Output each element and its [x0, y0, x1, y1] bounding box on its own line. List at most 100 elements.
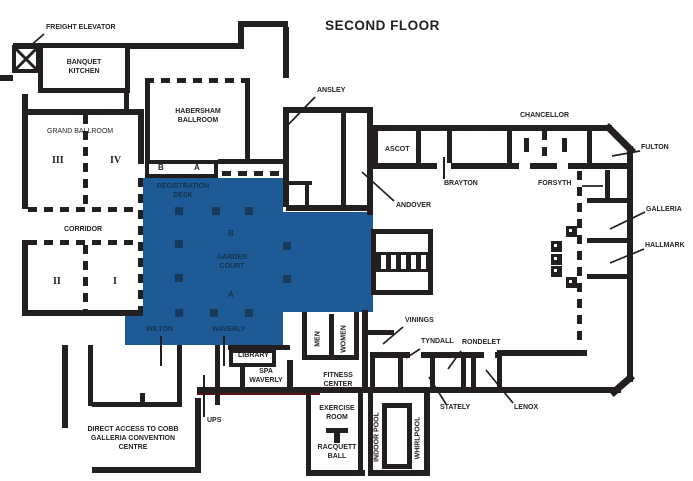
wall [218, 159, 284, 164]
leader-vinings [382, 326, 404, 345]
t-symbol [334, 428, 340, 443]
wall [373, 125, 378, 169]
wall [283, 107, 289, 207]
leader-fulton [611, 150, 641, 157]
page-title: SECOND FLOOR [325, 18, 440, 33]
wall [461, 352, 466, 387]
wall [329, 314, 334, 360]
wall [287, 360, 293, 388]
wall [306, 393, 311, 473]
label-chancellor: CHANCELLOR [520, 112, 569, 119]
wall [62, 345, 68, 428]
label-women: WOMEN [340, 325, 348, 353]
label-forsyth: FORSYTH [538, 180, 572, 187]
dashed-wall [83, 245, 88, 310]
label-garden-court-a: A [228, 290, 234, 299]
wall [627, 146, 633, 382]
label-habersham-a: A [194, 163, 200, 172]
wall [430, 352, 435, 387]
wall [283, 27, 289, 78]
wall [370, 352, 375, 387]
label-waverly: WAVERLY [212, 326, 246, 333]
wall [497, 352, 502, 387]
leader-hallmark [609, 248, 645, 264]
column [210, 309, 218, 317]
column [245, 309, 253, 317]
stair-treads [376, 252, 428, 272]
wall [245, 78, 250, 160]
dashed-wall [28, 207, 138, 212]
dashed-wall [83, 115, 88, 210]
door-opening [410, 352, 421, 358]
label-habersham: HABERSHAM BALLROOM [175, 108, 221, 124]
library-room [229, 349, 276, 367]
label-ups: UPS [207, 417, 222, 424]
label-tyndall: TYNDALL [421, 338, 454, 345]
column [245, 207, 253, 215]
wall [302, 312, 307, 360]
banquet-kitchen-room [38, 43, 130, 93]
leader-ansley [283, 96, 316, 130]
brayton-leader [443, 157, 445, 179]
label-habersham-b: B [158, 163, 164, 172]
wall [358, 393, 363, 476]
garden-court-highlight [143, 178, 283, 345]
wall [398, 357, 403, 387]
column [175, 240, 183, 248]
label-gb-i: I [113, 276, 117, 287]
label-ascot: ASCOT [385, 146, 410, 153]
wall [197, 387, 621, 393]
label-hallmark: HALLMARK [645, 242, 685, 249]
garden-court-highlight-southwest [125, 315, 143, 345]
column [566, 226, 577, 237]
wall [306, 470, 365, 476]
label-gb-ii: II [53, 276, 61, 287]
label-racquet-ball: RACQUETT BALL [317, 444, 357, 460]
dashed-wall [577, 171, 582, 345]
label-andover: ANDOVER [396, 202, 432, 209]
label-exercise-room: EXERCISE ROOM [319, 405, 355, 421]
leader-stately [428, 376, 447, 405]
ups-leader [203, 375, 205, 417]
wall [92, 467, 201, 473]
label-garden-court-b: B [228, 229, 234, 238]
wall [92, 402, 182, 407]
dashed-wall [222, 171, 284, 176]
wall [22, 109, 28, 209]
wall [238, 21, 244, 49]
column [175, 274, 183, 282]
column [283, 242, 291, 250]
label-whirlpool: WHIRLPOOL [414, 416, 422, 460]
wall [605, 170, 610, 200]
wall [341, 107, 346, 211]
wall [373, 352, 502, 358]
label-fulton: FULTON [641, 144, 669, 151]
wall [22, 94, 28, 109]
column [551, 241, 562, 252]
wilton-leader [160, 336, 162, 366]
wall [447, 131, 452, 163]
wall [22, 240, 28, 316]
wall [368, 470, 430, 476]
label-gb-iii: III [52, 155, 64, 166]
label-garden-court: GARDEN COURT [216, 254, 248, 270]
label-gb-iv: IV [110, 155, 122, 166]
label-stately: STATELY [440, 404, 471, 411]
leader-rondelet [447, 350, 462, 370]
wall [215, 345, 220, 405]
wall [145, 78, 150, 160]
wall [424, 393, 430, 476]
label-fitness-center: FITNESS CENTER [323, 372, 353, 388]
leader-freight-elevator [28, 33, 45, 48]
door-opening [484, 352, 495, 358]
wall [302, 355, 359, 360]
door-opening [557, 163, 568, 169]
label-lenox: LENOX [514, 404, 539, 411]
wall [416, 131, 421, 163]
wall [362, 310, 368, 387]
wall [587, 198, 633, 203]
wall [228, 345, 290, 350]
wall [140, 393, 145, 404]
label-freight-elevator: FREIGHT ELEVATOR [46, 24, 116, 31]
